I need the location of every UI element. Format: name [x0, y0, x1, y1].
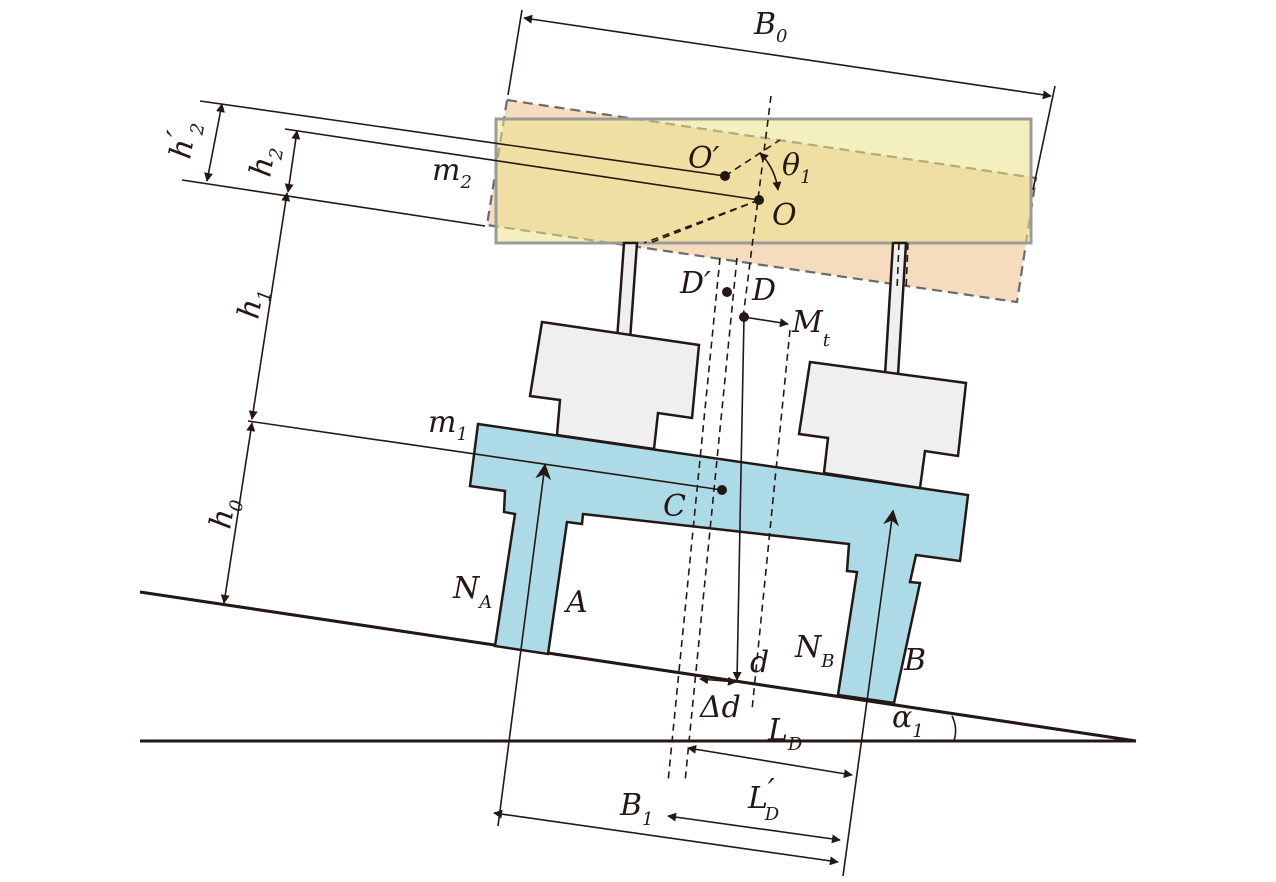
- vertical-centre-line: [742, 95, 772, 319]
- b1-dimension-line: [493, 809, 839, 866]
- label-o-prime: O′: [688, 141, 720, 176]
- label-h1: h1: [231, 285, 276, 322]
- b0-extension-right: [1032, 85, 1056, 191]
- op-to-post-dash: [724, 139, 781, 177]
- h2-extension-top: [284, 128, 760, 201]
- h2p-extension-top: [199, 100, 726, 177]
- label-m1: m1: [428, 405, 468, 445]
- left-post: [615, 241, 639, 342]
- m1-extension-line: [247, 420, 723, 491]
- gravity-line-d: [732, 316, 745, 681]
- ldp-dimension-line: [667, 812, 841, 844]
- point-d: [739, 312, 749, 322]
- label-o: O: [772, 198, 797, 233]
- label-na: NA: [452, 571, 492, 613]
- label-mt: Mt: [791, 305, 831, 351]
- delta-d-arrow: [699, 675, 737, 686]
- right-post-dash-a: [896, 242, 900, 291]
- point-c: [717, 485, 727, 495]
- label-h2-prime: h′2: [158, 117, 210, 162]
- label-ld-prime: L′D: [747, 773, 780, 825]
- theta-angle-arrow: [759, 152, 782, 191]
- h2-dimension-line: [284, 130, 301, 193]
- mt-reference-line: [751, 329, 791, 711]
- label-b1: B1: [619, 788, 654, 830]
- left-mount-block: [528, 320, 701, 451]
- h2p-dimension-line: [204, 103, 225, 182]
- h1-dimension-line: [248, 192, 291, 420]
- right-post-dash-b: [905, 242, 909, 291]
- label-alpha: α1: [892, 700, 924, 742]
- upright-upper-body: [494, 117, 1033, 245]
- b0-extension-left: [507, 9, 523, 96]
- slope-angle-arc: [951, 715, 957, 742]
- ld-dimension-line: [687, 744, 853, 779]
- label-a: A: [563, 585, 588, 620]
- tilted-centre-line-a: [667, 257, 721, 783]
- h0-dimension-line: [220, 422, 256, 604]
- label-h0: h0: [203, 495, 248, 532]
- normal-force-a-arrow: [497, 463, 552, 827]
- label-d: D: [751, 273, 776, 308]
- tilted-centre-line-b: [684, 257, 738, 783]
- point-d-prime: [722, 287, 732, 297]
- h2-extension-bottom: [181, 179, 486, 227]
- mt-arrow: [743, 316, 789, 328]
- label-b0: B0: [753, 7, 788, 47]
- label-b: B: [903, 643, 926, 678]
- normal-force-b-arrow: [842, 509, 899, 877]
- label-d-prime: D′: [679, 266, 711, 301]
- label-d-small: d: [750, 645, 769, 680]
- label-ld: LD: [767, 713, 803, 755]
- o-to-post-dash-a: [643, 199, 760, 244]
- label-m2: m2: [432, 153, 472, 193]
- label-theta: θ1: [782, 148, 812, 188]
- b0-dimension-line: [523, 14, 1052, 100]
- right-mount-block: [797, 360, 968, 490]
- bench-body: [468, 422, 970, 705]
- label-c: C: [663, 489, 686, 524]
- label-nb: NB: [794, 630, 834, 672]
- label-delta-d: Δd: [699, 690, 741, 725]
- o-to-post-dash-b: [649, 199, 760, 244]
- point-o-prime: [720, 171, 730, 181]
- slope-ground-line: [139, 590, 1137, 743]
- point-o: [754, 195, 764, 205]
- label-h2: h2: [243, 143, 288, 180]
